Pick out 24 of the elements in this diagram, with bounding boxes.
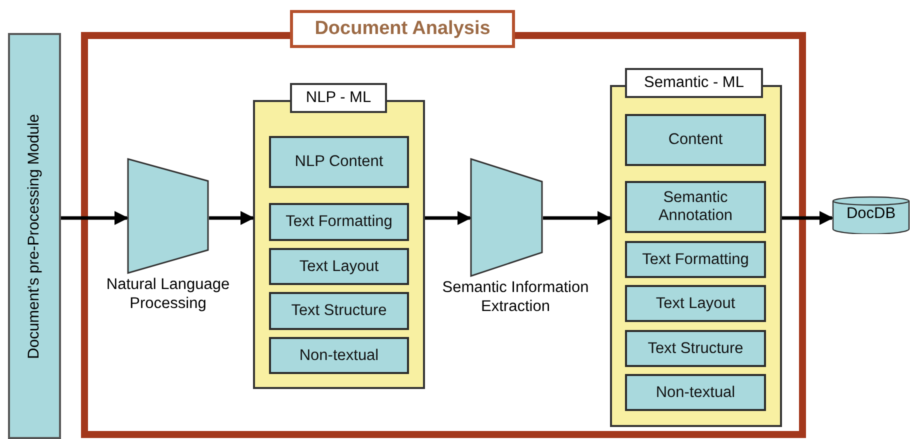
component-box: Semantic Annotation — [625, 181, 766, 233]
arrow — [425, 211, 472, 225]
component-box: Text Formatting — [269, 203, 409, 241]
component-box: Non-textual — [625, 374, 766, 411]
component-box: Text Formatting — [625, 241, 766, 278]
arrow — [543, 211, 612, 225]
component-box: Text Layout — [269, 248, 409, 285]
module-bar — [8, 33, 61, 439]
group-title: Semantic - ML — [625, 68, 763, 98]
process-label: Natural Language Processing — [105, 276, 231, 314]
module-label: Document's pre-Processing Module — [24, 112, 44, 361]
component-box: Content — [625, 114, 766, 166]
database-label: DocDB — [845, 205, 897, 223]
process-label: Semantic Information Extraction — [441, 279, 590, 316]
arrow — [782, 211, 834, 225]
component-box: NLP Content — [269, 136, 409, 188]
component-box: Text Structure — [625, 330, 766, 367]
component-box: Non-textual — [269, 337, 409, 374]
group-title: NLP - ML — [290, 83, 387, 113]
arrow — [61, 211, 128, 225]
arrow — [209, 211, 254, 225]
component-box: Text Layout — [625, 285, 766, 322]
frame-title: Document Analysis — [290, 10, 515, 48]
component-box: Text Structure — [269, 292, 409, 330]
